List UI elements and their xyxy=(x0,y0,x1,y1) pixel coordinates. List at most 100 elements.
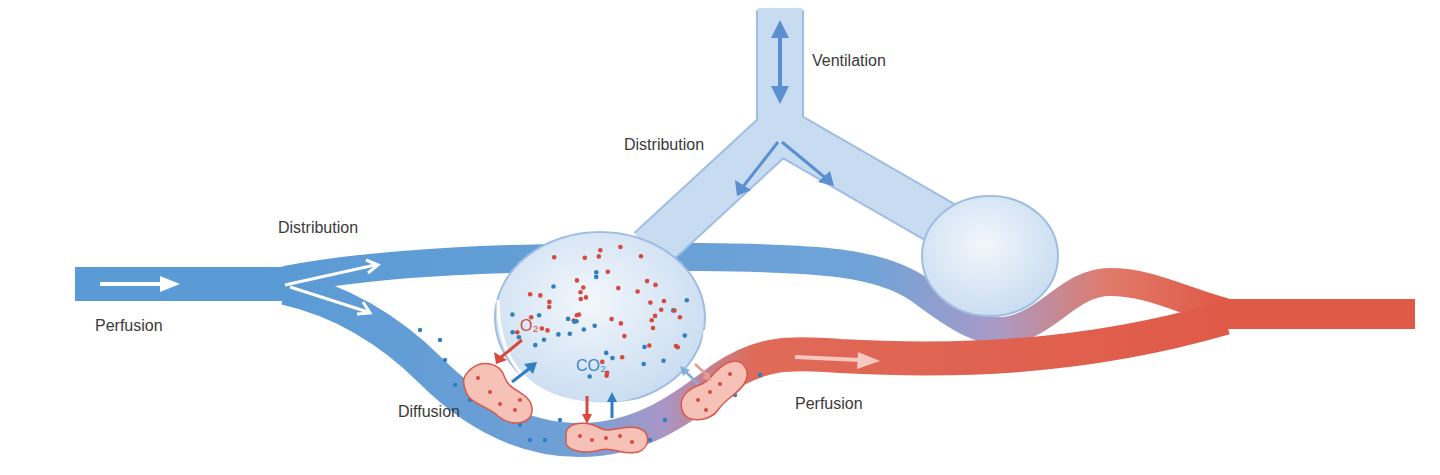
gas-molecule xyxy=(575,313,580,318)
gas-molecule xyxy=(583,255,588,260)
alveolus xyxy=(495,232,705,404)
gas-molecule xyxy=(675,345,680,350)
gas-molecule xyxy=(547,305,552,310)
gas-molecule xyxy=(443,358,447,362)
ventilation-label: Ventilation xyxy=(812,53,886,69)
gas-molecule xyxy=(517,335,522,340)
ventilation-arrow xyxy=(735,20,834,196)
gas-molecule xyxy=(645,279,650,284)
gas-molecule xyxy=(618,245,623,250)
gas-molecule xyxy=(662,299,667,304)
gas-molecule xyxy=(438,338,442,342)
gas-molecule xyxy=(606,269,611,274)
alveolus-unperfused xyxy=(922,196,1058,316)
gas-molecule xyxy=(587,374,592,379)
gas-molecule xyxy=(574,319,579,324)
gas-molecule xyxy=(597,254,602,259)
gas-label: CO₂ xyxy=(576,358,606,374)
hemoglobin-dot xyxy=(696,398,700,402)
gas-molecules xyxy=(418,245,762,442)
hemoglobin-dot xyxy=(476,376,480,380)
gas-molecule xyxy=(639,254,644,259)
diffusion-arrows xyxy=(494,340,711,424)
airway xyxy=(650,8,950,250)
gas-molecule xyxy=(453,383,457,387)
gas-molecule xyxy=(648,300,653,305)
gas-molecule xyxy=(542,337,547,342)
gas-molecule xyxy=(649,318,654,323)
gas-molecule xyxy=(616,286,621,291)
gas-molecule xyxy=(579,297,584,302)
hemoglobin-dot xyxy=(704,408,708,412)
gas-molecule xyxy=(610,356,615,361)
diffusion-label: Diffusion xyxy=(398,404,460,420)
gas-molecule xyxy=(635,289,640,294)
gas-molecule xyxy=(592,323,597,328)
inflow-vessel xyxy=(75,267,290,301)
gas-molecule xyxy=(685,298,690,303)
gas-molecule xyxy=(538,293,543,298)
gas-molecule xyxy=(558,418,562,422)
gas-molecule xyxy=(594,275,599,280)
hemoglobin-dot xyxy=(708,390,712,394)
hemoglobin-dot xyxy=(513,408,517,412)
hemoglobin-dot xyxy=(488,390,492,394)
gas-molecule xyxy=(540,326,545,331)
hemoglobin-dot xyxy=(630,440,634,444)
hemoglobin-dot xyxy=(618,434,622,438)
gas-molecule xyxy=(547,300,552,305)
gas-label: O₂ xyxy=(520,318,539,334)
gas-molecule xyxy=(604,374,609,379)
gas-molecule xyxy=(543,438,547,442)
gas-molecule xyxy=(552,255,557,260)
gas-molecule xyxy=(418,328,422,332)
gas-molecule xyxy=(578,290,583,295)
gas-molecule xyxy=(515,330,520,335)
gas-molecule xyxy=(528,292,533,297)
gas-molecule xyxy=(653,314,658,319)
gas-molecule xyxy=(659,307,664,312)
gas-molecule xyxy=(647,343,652,348)
capillary-upper xyxy=(285,257,1225,331)
gas-molecule xyxy=(533,343,538,348)
gas-molecule xyxy=(653,283,658,288)
gas-molecule xyxy=(672,308,677,313)
gas-molecule xyxy=(619,321,624,326)
gas-molecule xyxy=(566,317,571,322)
hemoglobin-dot xyxy=(728,372,732,376)
hemoglobin-dots xyxy=(476,372,732,444)
gas-molecule xyxy=(568,332,573,337)
hemoglobin-dot xyxy=(498,402,502,406)
gas-molecule xyxy=(528,438,532,442)
gas-molecule xyxy=(575,278,580,283)
split-arrow xyxy=(285,260,378,314)
gas-molecule xyxy=(683,333,688,338)
gas-molecule xyxy=(622,334,627,339)
gas-molecule xyxy=(510,330,515,335)
gas-molecule xyxy=(545,328,550,333)
gas-molecule xyxy=(651,326,656,331)
alveolar-membrane xyxy=(498,300,705,404)
perfusion-label: Perfusion xyxy=(95,318,163,334)
gas-molecule xyxy=(758,373,762,377)
flow-arrow xyxy=(100,276,880,369)
gas-molecule xyxy=(510,312,515,317)
capillary-lower xyxy=(285,288,1225,440)
hemoglobin-dot xyxy=(578,434,582,438)
hemoglobin-dot xyxy=(718,382,722,386)
outflow-vessel xyxy=(1215,299,1415,329)
gas-molecule xyxy=(598,248,603,253)
gas-molecule xyxy=(604,351,609,356)
distribution-label: Distribution xyxy=(278,220,358,236)
distribution-label: Distribution xyxy=(624,137,704,153)
gas-molecule xyxy=(641,362,646,367)
red-blood-cell xyxy=(464,361,748,453)
gas-molecule xyxy=(661,359,666,364)
gas-molecule xyxy=(556,332,561,337)
gas-molecule xyxy=(582,327,587,332)
hemoglobin-dot xyxy=(604,436,608,440)
gas-molecule xyxy=(678,315,683,320)
gas-molecule xyxy=(584,295,589,300)
